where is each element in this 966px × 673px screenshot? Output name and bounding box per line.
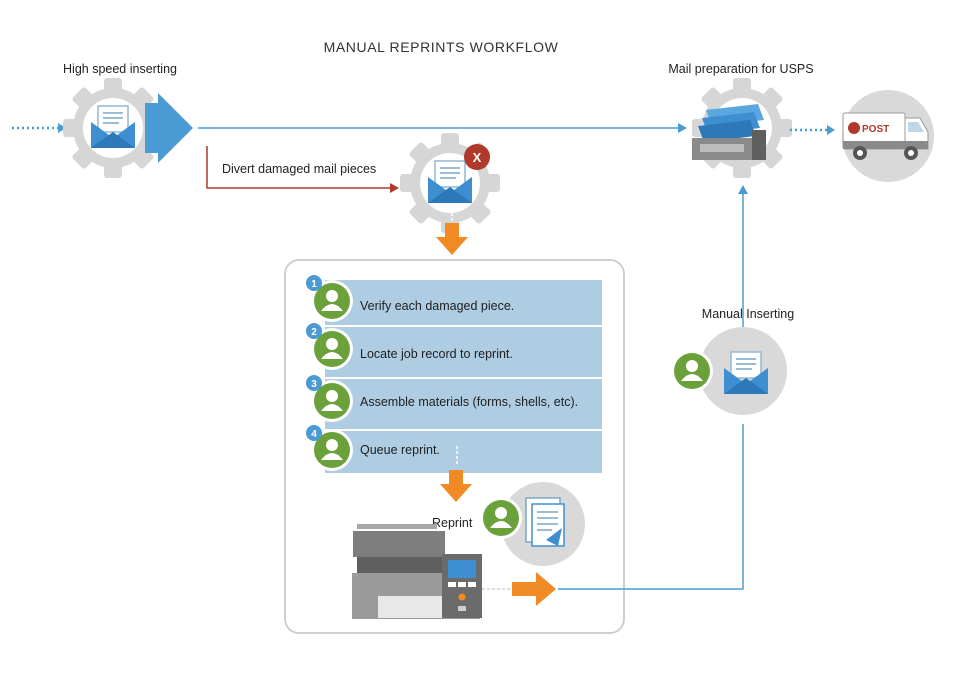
step-2-person-icon bbox=[311, 328, 353, 370]
up-arrowhead-icon bbox=[738, 185, 748, 194]
step-row-1 bbox=[325, 280, 602, 325]
manual-inserting-person-icon bbox=[671, 350, 713, 392]
step-1-person-icon bbox=[311, 280, 353, 322]
step-3-person-icon bbox=[311, 380, 353, 422]
reprint-person-icon bbox=[480, 497, 522, 539]
step-3-number: 3 bbox=[311, 379, 317, 390]
divert-label: Divert damaged mail pieces bbox=[222, 162, 376, 176]
divert-line bbox=[206, 146, 390, 189]
high-speed-label: High speed inserting bbox=[63, 62, 177, 76]
step-1-badge bbox=[306, 275, 322, 291]
truck-post-label: POST bbox=[862, 124, 889, 135]
step-2-text: Locate job record to reprint. bbox=[360, 347, 513, 361]
incoming-arrowhead-icon bbox=[58, 123, 66, 133]
step-1-number: 1 bbox=[311, 279, 317, 290]
mail-prep-label: Mail preparation for USPS bbox=[668, 62, 813, 76]
high-speed-blue-arrow-icon bbox=[145, 93, 193, 163]
reprint-label: Reprint bbox=[432, 516, 473, 530]
manual-inserting-icon bbox=[699, 327, 787, 415]
step-row-3 bbox=[325, 379, 602, 429]
printer-out-arrow-icon bbox=[512, 572, 556, 606]
diagram-title: MANUAL REPRINTS WORKFLOW bbox=[324, 39, 559, 55]
to-steps-down-arrow-icon bbox=[436, 223, 468, 255]
truck-icon: POST bbox=[842, 90, 934, 182]
step-list: 1 Verify each damaged piece. 2 Locate jo… bbox=[306, 275, 602, 473]
to-truck-arrowhead-icon bbox=[827, 125, 835, 135]
error-mark: X bbox=[473, 150, 482, 165]
step-3-badge bbox=[306, 375, 322, 391]
step-4-person-icon bbox=[311, 429, 353, 471]
mail-tray-icon bbox=[692, 104, 766, 160]
manual-inserting-label: Manual Inserting bbox=[702, 307, 794, 321]
step-3-text: Assemble materials (forms, shells, etc). bbox=[360, 395, 578, 409]
return-line bbox=[558, 424, 744, 590]
reprint-document-icon bbox=[501, 482, 585, 566]
step-2-number: 2 bbox=[311, 327, 317, 338]
step-row-2 bbox=[325, 327, 602, 377]
step-1-text: Verify each damaged piece. bbox=[360, 299, 514, 313]
step-2-badge bbox=[306, 323, 322, 339]
error-icon: X bbox=[464, 144, 490, 170]
step-4-number: 4 bbox=[311, 429, 317, 440]
step-4-text: Queue reprint. bbox=[360, 443, 440, 457]
step-4-badge bbox=[306, 425, 322, 441]
main-flow-arrowhead-icon bbox=[678, 123, 687, 133]
step-row-4 bbox=[325, 431, 602, 473]
divert-arrowhead-icon bbox=[390, 183, 399, 193]
printer-icon bbox=[352, 524, 482, 619]
